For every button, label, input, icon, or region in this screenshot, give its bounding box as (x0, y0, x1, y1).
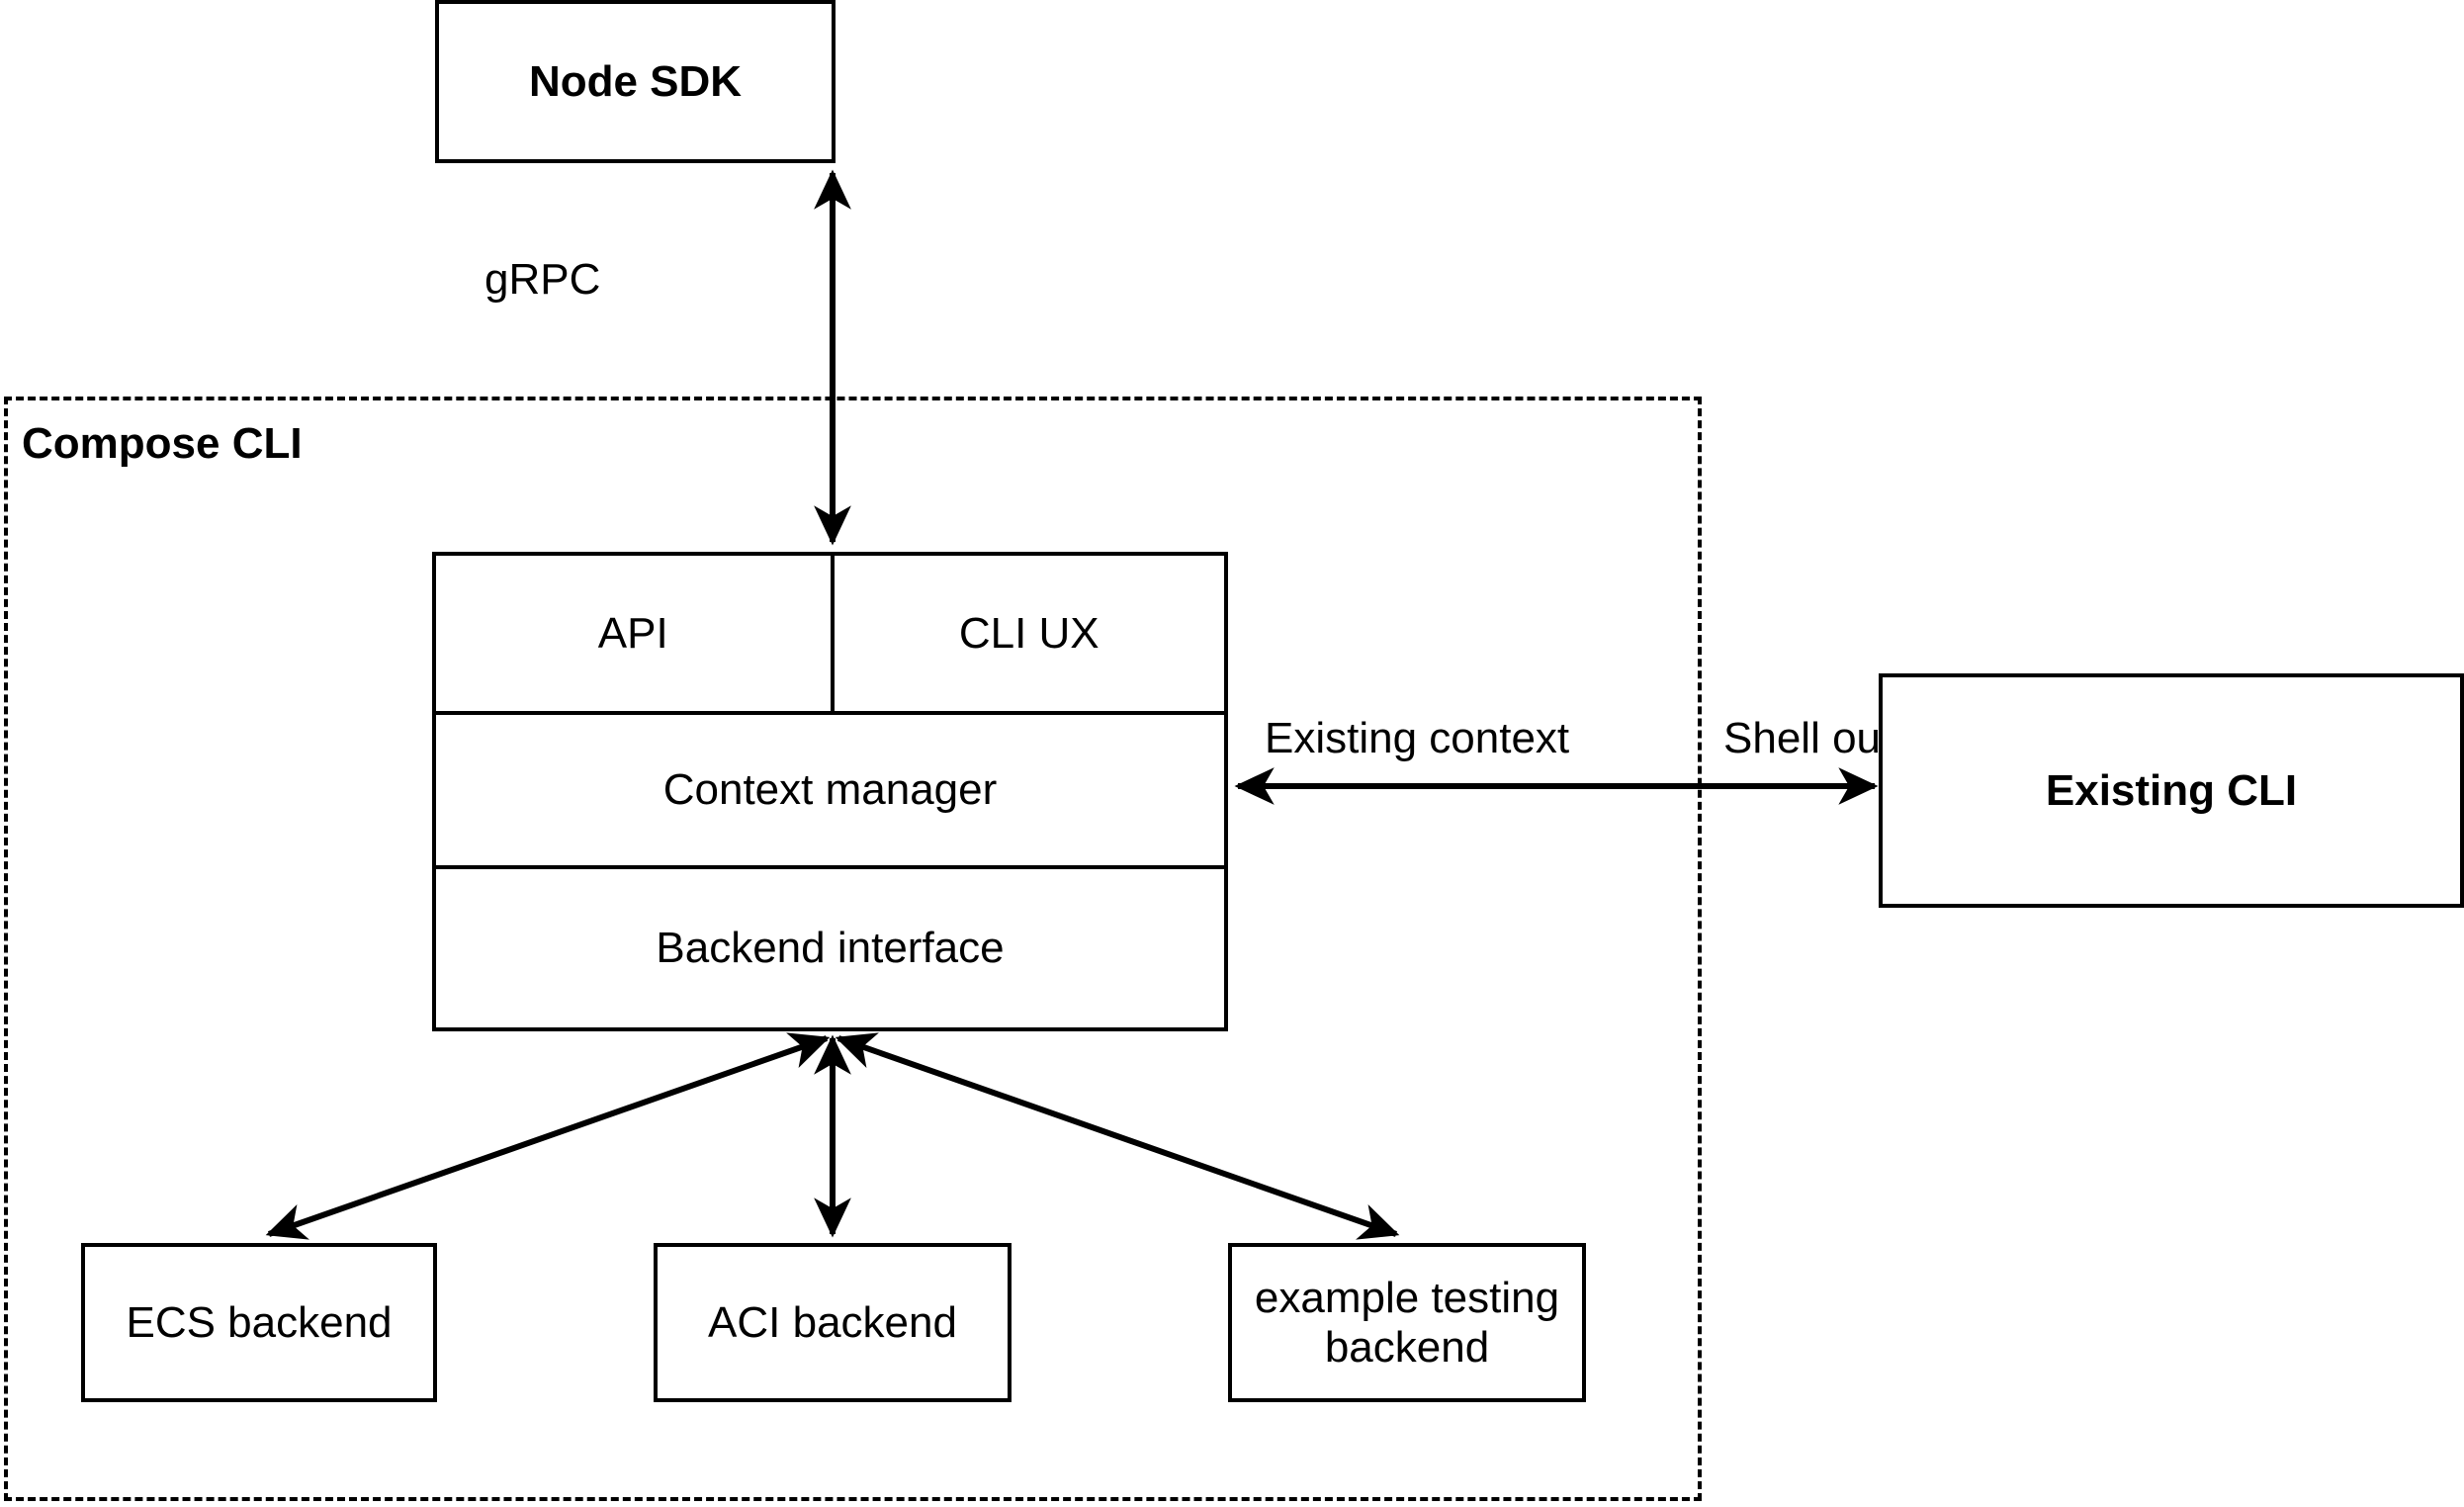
aci-backend-box[interactable]: ACI backend (654, 1243, 1012, 1402)
ecs-backend-box[interactable]: ECS backend (81, 1243, 437, 1402)
existing-cli-box[interactable]: Existing CLI (1879, 673, 2464, 908)
context-manager-label: Context manager (662, 765, 998, 814)
stack-row-backend-interface: Backend interface (436, 865, 1224, 1027)
node-sdk-box[interactable]: Node SDK (435, 0, 836, 163)
stack-row-api-cliux: API CLI UX (436, 556, 1224, 711)
example-testing-backend-box[interactable]: example testing backend (1228, 1243, 1586, 1402)
existing-cli-label: Existing CLI (2045, 765, 2298, 815)
example-testing-backend-label: example testing backend (1255, 1274, 1559, 1372)
edge-label-grpc: gRPC (484, 255, 601, 304)
api-label: API (597, 608, 668, 658)
stack-cell-cli-ux[interactable]: CLI UX (830, 556, 1225, 711)
compose-cli-group (4, 397, 1702, 1501)
stack-row-context-manager: Context manager (436, 711, 1224, 865)
aci-backend-label: ACI backend (708, 1297, 957, 1347)
compose-stack: API CLI UX Context manager Backend inter… (432, 552, 1228, 1031)
stack-cell-api[interactable]: API (436, 556, 831, 711)
cli-ux-label: CLI UX (958, 608, 1100, 658)
stack-cell-backend-interface[interactable]: Backend interface (436, 869, 1224, 1027)
backend-interface-label: Backend interface (656, 924, 1005, 972)
ecs-backend-label: ECS backend (126, 1297, 393, 1347)
example-testing-backend-label-line2: backend (1324, 1322, 1490, 1372)
node-sdk-label: Node SDK (528, 56, 743, 106)
compose-cli-group-title: Compose CLI (22, 419, 303, 468)
stack-cell-context-manager[interactable]: Context manager (436, 715, 1224, 865)
example-testing-backend-label-line1: example testing (1254, 1274, 1560, 1323)
edge-label-shell-out: Shell out (1723, 714, 1893, 762)
edge-label-existing-context: Existing context (1265, 714, 1570, 762)
